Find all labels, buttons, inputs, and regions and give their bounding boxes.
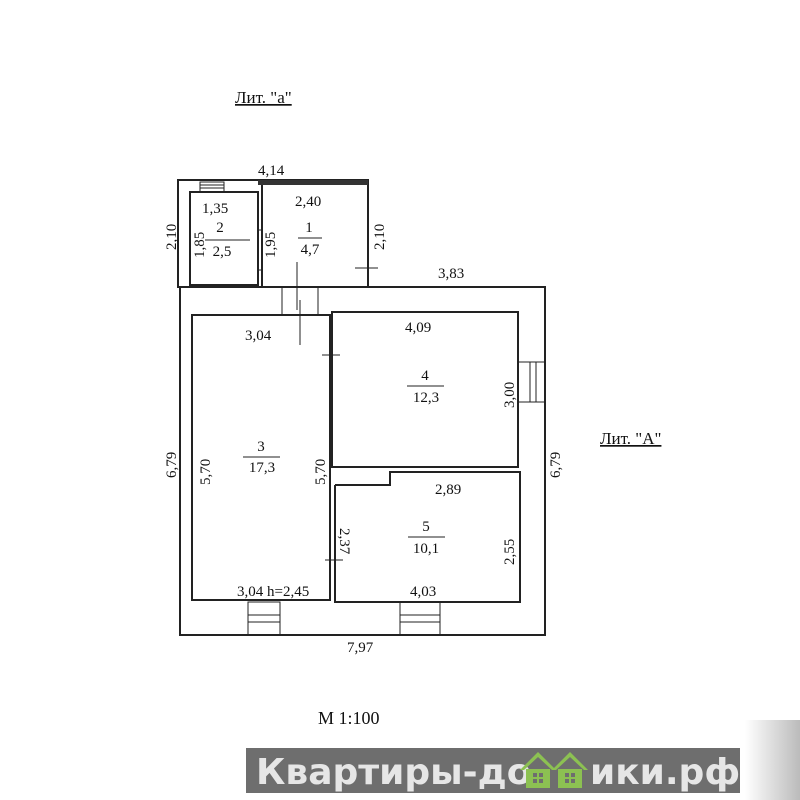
room-3: 3 17,3 [243,439,280,476]
room-area: 2,5 [213,244,232,260]
room-number: 2 [216,220,224,236]
dim-room3-bottom: 3,04 h=2,45 [237,584,309,600]
scale-label: М 1:100 [318,708,380,728]
room-area: 4,7 [301,242,320,258]
dim-main-bottom: 7,97 [347,640,374,656]
dim-room5-top: 2,89 [435,482,461,498]
room-area: 12,3 [413,390,439,406]
dim-room1-width: 2,40 [295,194,321,210]
room-area: 10,1 [413,541,439,557]
watermark-suffix: ики.рф [590,752,740,793]
dim-room3-top: 3,04 [245,328,272,344]
dim-room3-height-right: 5,70 [313,459,329,485]
room-area: 17,3 [249,460,275,476]
dim-room4-height: 3,00 [502,382,518,408]
dim-room4-top: 4,09 [405,320,431,336]
lit-a-big-label: Лит. "А" [600,429,661,448]
dim-annex-width: 4,14 [258,163,285,179]
dim-room5-height-right: 2,55 [502,539,518,565]
room-1: 1 4,7 [298,220,322,258]
room-2: 2 2,5 [205,220,250,260]
lit-a-small-label: Лит. "а" [235,88,292,107]
main-building-walls [179,286,546,636]
dim-room3-height-left: 5,70 [198,459,214,485]
room-number: 3 [257,439,265,455]
dim-annex-height-right: 2,10 [372,224,388,250]
room-number: 5 [422,519,430,535]
dim-room1-height: 1,95 [263,232,279,258]
dim-room2-height: 1,85 [192,232,208,258]
dim-room2-width: 1,35 [202,201,228,217]
house-logo-icon [520,752,588,788]
dim-room5-bottom: 4,03 [410,584,436,600]
room-number: 4 [421,368,429,384]
dim-main-right-top: 3,83 [438,266,464,282]
dim-room5-height-left: 2,37 [336,528,352,555]
watermark-prefix: Квартиры-до [256,752,531,793]
dim-annex-height-left: 2,10 [164,224,180,250]
dim-main-right-height: 6,79 [548,452,564,478]
dim-main-left-height: 6,79 [164,452,180,478]
room-number: 1 [305,220,313,236]
room-4: 4 12,3 [407,368,444,406]
room-5: 5 10,1 [408,519,445,557]
watermark: Квартиры-до ики.рф [246,748,740,793]
